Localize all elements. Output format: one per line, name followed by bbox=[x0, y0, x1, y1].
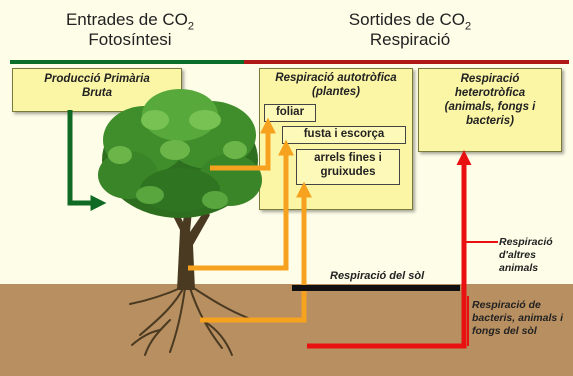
outputs-subtitle: Respiració bbox=[369, 30, 451, 49]
foliar-respiration-box: foliar bbox=[264, 104, 316, 122]
tree-foliage bbox=[98, 89, 262, 218]
wood-bark-respiration-box: fusta i escorça bbox=[282, 126, 406, 144]
soil-respiration-label: Respiració del sòl bbox=[330, 270, 425, 282]
tree-trunk bbox=[165, 198, 210, 290]
soil-respiration-bar bbox=[292, 285, 460, 291]
outputs-title: Sortides de CO2 bbox=[348, 10, 472, 33]
tree-roots bbox=[129, 284, 249, 356]
photosynthesis-arrow bbox=[67, 110, 107, 212]
autotrophic-respiration-title: Respiració autotròfica (plantes) bbox=[275, 72, 397, 98]
gross-primary-production-label: Producció Primària Bruta bbox=[44, 73, 150, 99]
heterotrophic-respiration-title: Respiració heterotròfica (animals, fongs… bbox=[444, 73, 536, 127]
roots-respiration-box: arrels fines i gruixudes bbox=[296, 149, 400, 185]
inputs-bar bbox=[10, 60, 274, 64]
inputs-subtitle: Fotosíntesi bbox=[88, 30, 172, 49]
outputs-bar bbox=[244, 60, 569, 64]
root-respiration-arrow bbox=[200, 181, 313, 323]
other-animals-respiration-label: Respiració d'altres animals bbox=[499, 236, 553, 274]
heterotrophic-respiration-arrow bbox=[307, 150, 472, 349]
inputs-header: Entrades de CO2 Fotosíntesi bbox=[15, 10, 245, 50]
soil-bacteria-respiration-label: Respiració de bacteris, animals i fongs … bbox=[472, 299, 564, 337]
foliar-respiration-arrow bbox=[210, 117, 277, 171]
inputs-title: Entrades de CO2 bbox=[65, 10, 195, 33]
wood-respiration-arrow bbox=[188, 139, 295, 271]
soil-layer bbox=[0, 284, 573, 376]
outputs-header: Sortides de CO2 Respiració bbox=[285, 10, 535, 50]
heterotrophic-respiration-box: Respiració heterotròfica (animals, fongs… bbox=[418, 68, 562, 152]
